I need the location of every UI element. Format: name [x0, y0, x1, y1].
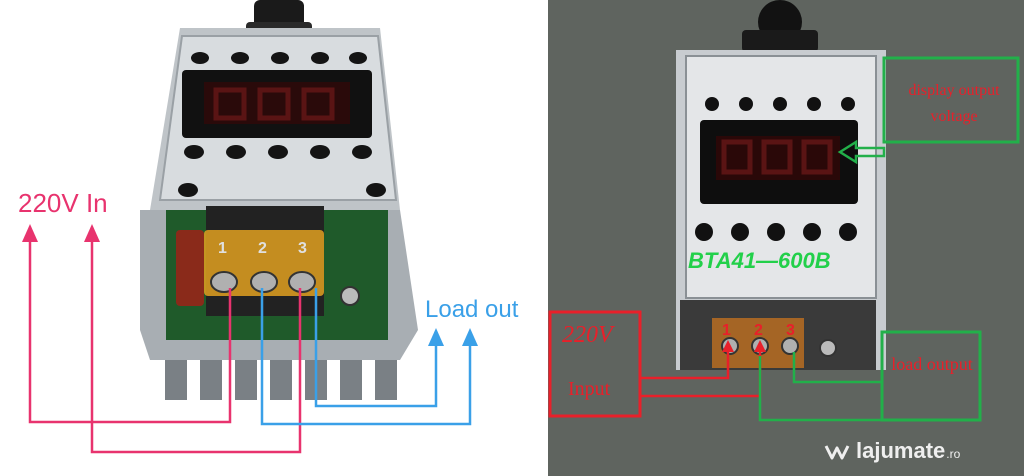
label-input: Input	[568, 378, 611, 400]
vent-holes	[695, 97, 857, 241]
terminal-number-3: 3	[298, 240, 307, 257]
input-wire-arrows	[28, 236, 302, 454]
display-segments	[721, 139, 833, 175]
vent-holes	[178, 52, 386, 197]
label-220v: 220V	[562, 322, 613, 348]
display-annotation-box	[882, 56, 1020, 144]
watermark-suffix: .ro	[946, 447, 961, 461]
label-load-output: load output	[891, 354, 973, 374]
label-display-output-voltage: display output voltage	[908, 82, 1000, 125]
display-segments	[213, 87, 335, 121]
watermark-brand: lajumate	[856, 438, 946, 463]
terminal-number-3: 3	[786, 322, 795, 339]
left-device-illustration	[22, 0, 478, 454]
right-product-photo: 1 2 3	[548, 0, 1024, 476]
terminal-number-2: 2	[258, 240, 267, 257]
left-product-photo: 1 2 3 220V In Load out	[18, 0, 519, 454]
display-pointer-arrow	[837, 139, 886, 165]
label-220v-in: 220V In	[18, 188, 108, 218]
capacitor	[176, 230, 204, 306]
input-annotation-box	[548, 310, 642, 418]
heatsink-fins	[165, 360, 397, 400]
load-annotation-box	[880, 330, 982, 422]
lajumate-logo-icon	[824, 445, 850, 460]
right-device-illustration	[548, 0, 1024, 476]
terminal-number-2: 2	[754, 322, 763, 339]
watermark: lajumate.ro	[824, 438, 960, 464]
output-wire-arrows	[260, 288, 472, 426]
label-load-out: Load out	[425, 296, 519, 323]
terminal-number-1: 1	[722, 322, 731, 339]
model-number-label: BTA41—600B	[688, 248, 831, 273]
terminal-number-1: 1	[218, 240, 227, 257]
output-wire-lines	[758, 352, 882, 422]
